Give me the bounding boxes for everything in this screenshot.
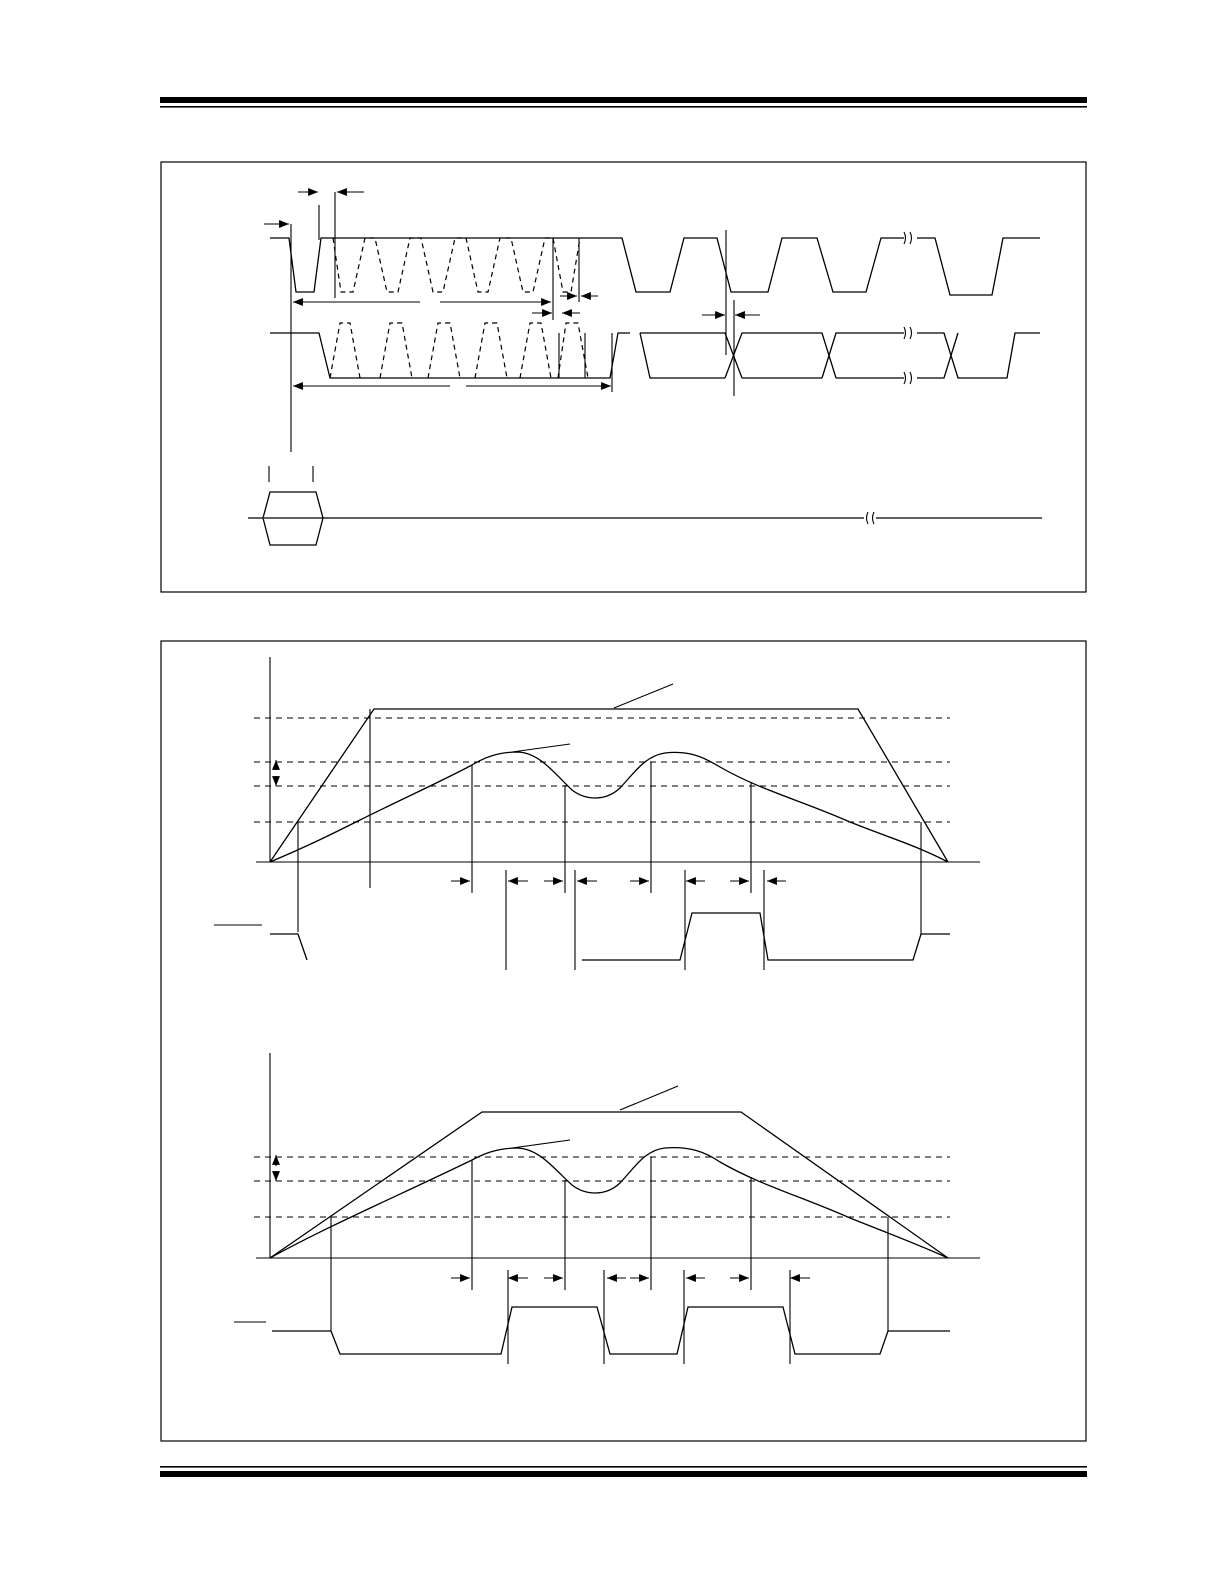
- header-rule: [160, 97, 1087, 108]
- bus-waveform: [248, 466, 1042, 546]
- panel-a: [214, 657, 980, 970]
- lower-threshold-figure: [160, 640, 1087, 1442]
- break-mark-icon: [903, 231, 913, 245]
- panel-b: [234, 1053, 980, 1364]
- timing-arrows-upper: [264, 188, 760, 390]
- upper-timing-figure: [160, 161, 1087, 593]
- clock-waveform: [270, 192, 1040, 452]
- footer-rule: [160, 1466, 1087, 1477]
- upper-figure-frame: [160, 161, 1087, 593]
- break-mark-icon: [903, 326, 913, 385]
- data-waveform: [270, 230, 1040, 396]
- lower-figure-frame: [160, 640, 1087, 1442]
- break-mark-icon: [865, 511, 875, 525]
